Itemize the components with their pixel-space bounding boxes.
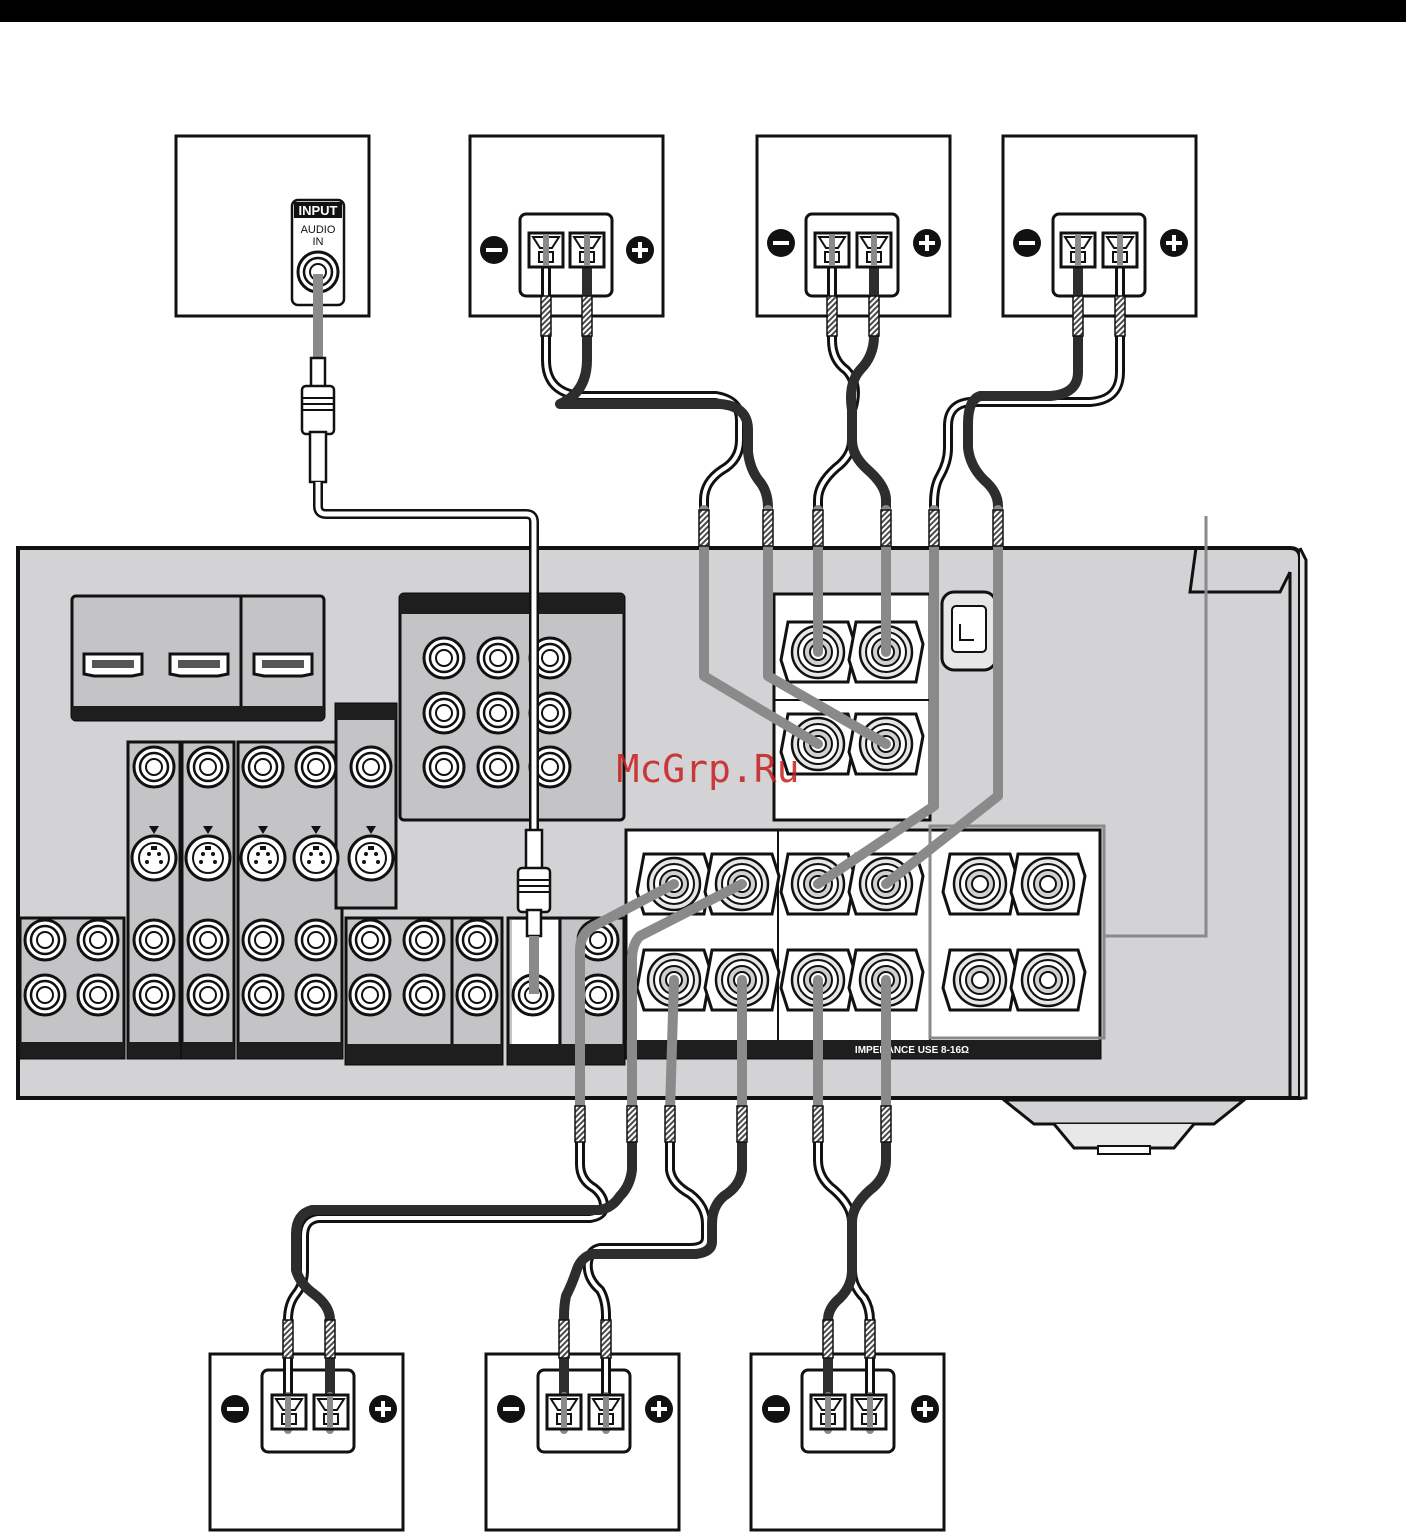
video-jack[interactable] — [243, 747, 283, 787]
audio-jack[interactable] — [457, 920, 497, 960]
hdmi-port[interactable] — [254, 654, 312, 676]
s-video-jack[interactable] — [132, 836, 176, 880]
hdmi-section — [72, 596, 324, 720]
audio-jack[interactable] — [350, 975, 390, 1015]
binding-post[interactable] — [1011, 950, 1085, 1010]
audio-jack[interactable] — [25, 920, 65, 960]
header-bar — [0, 0, 1406, 22]
video-jack[interactable] — [134, 747, 174, 787]
rca-jack[interactable] — [424, 693, 464, 733]
speaker-terminals: IMPEDANCE USE 8-16Ω — [626, 826, 1104, 1058]
audio-jack[interactable] — [457, 975, 497, 1015]
audio-in-label: AUDIO — [301, 224, 336, 236]
binding-post[interactable] — [943, 854, 1017, 914]
audio-jack[interactable] — [25, 975, 65, 1015]
component-video-section — [400, 594, 624, 820]
subwoofer-out-section — [508, 918, 624, 1064]
hdmi-port[interactable] — [170, 654, 228, 676]
s-video-jack[interactable] — [349, 836, 393, 880]
audio-jack[interactable] — [243, 975, 283, 1015]
binding-post[interactable] — [943, 950, 1017, 1010]
speaker-front-right — [1003, 136, 1196, 316]
audio-jack[interactable] — [296, 975, 336, 1015]
video-jack[interactable] — [351, 747, 391, 787]
speaker-front-left — [470, 136, 663, 316]
speaker-surround-back — [486, 1354, 679, 1530]
rca-jack[interactable] — [478, 747, 518, 787]
s-video-jack[interactable] — [186, 836, 230, 880]
audio-jack[interactable] — [78, 975, 118, 1015]
audio-in-label-2: IN — [313, 236, 324, 248]
audio-jack[interactable] — [188, 920, 228, 960]
audio-jack[interactable] — [404, 920, 444, 960]
audio-jack[interactable] — [78, 920, 118, 960]
audio-jack[interactable] — [134, 975, 174, 1015]
antenna-connector[interactable] — [942, 592, 996, 670]
audio-jack[interactable] — [243, 920, 283, 960]
s-video-jack[interactable] — [294, 836, 338, 880]
watermark: McGrp.Ru — [616, 747, 799, 791]
input-label: INPUT — [299, 203, 338, 218]
rca-jack[interactable] — [478, 693, 518, 733]
audio-jack[interactable] — [350, 920, 390, 960]
video-jack[interactable] — [188, 747, 228, 787]
audio-jack[interactable] — [404, 975, 444, 1015]
audio-input-section-2 — [346, 918, 502, 1064]
subwoofer-panel: INPUT AUDIO IN — [176, 136, 369, 316]
s-video-jack[interactable] — [241, 836, 285, 880]
speaker-surround-left — [210, 1354, 403, 1530]
audio-jack[interactable] — [134, 920, 174, 960]
video-jack[interactable] — [296, 747, 336, 787]
rca-jack[interactable] — [424, 638, 464, 678]
rca-jack[interactable] — [478, 638, 518, 678]
speaker-surround-right — [751, 1354, 944, 1530]
impedance-label: IMPEDANCE USE 8-16Ω — [855, 1045, 969, 1056]
audio-input-section — [20, 918, 124, 1058]
hdmi-port[interactable] — [84, 654, 142, 676]
speaker-center — [757, 136, 950, 316]
rca-jack[interactable] — [424, 747, 464, 787]
audio-jack[interactable] — [188, 975, 228, 1015]
audio-jack[interactable] — [296, 920, 336, 960]
binding-post[interactable] — [1011, 854, 1085, 914]
